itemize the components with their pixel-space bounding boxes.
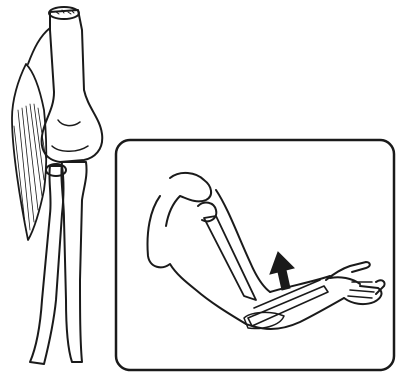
panel-frame [116,140,394,370]
radius-bone [30,166,64,364]
condyle-line [58,120,80,126]
hand-outline [326,262,385,304]
muscle-tendon [28,28,50,64]
arm-flexion-panel [116,140,394,370]
upper-arm-outline [148,196,247,324]
humeral-head [198,203,216,222]
biceps-outline [216,190,270,292]
muscle-fibers [14,104,46,232]
forearm-outline [246,276,344,329]
fingers [348,282,374,298]
lift-direction-arrow-icon [270,252,294,290]
elbow-anatomy-drawing [12,7,102,364]
humerus-bone [42,10,103,162]
ulna-bone [61,162,86,362]
trochlea-line [52,146,88,151]
